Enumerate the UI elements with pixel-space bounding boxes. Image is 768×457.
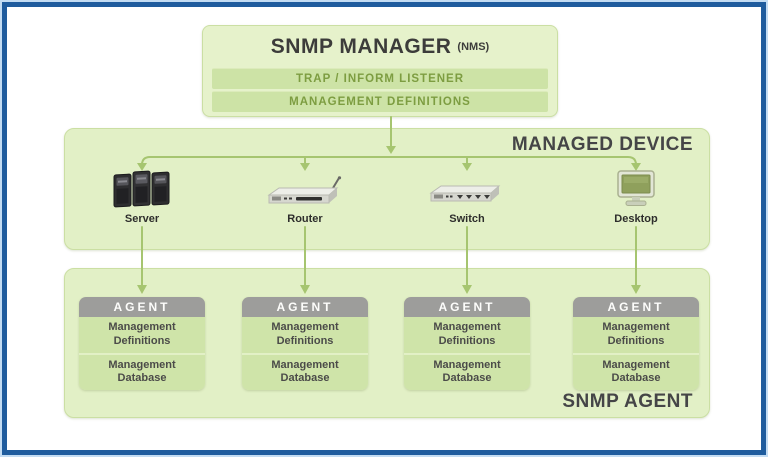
router-icon bbox=[250, 168, 360, 210]
device-switch: Switch bbox=[412, 168, 522, 225]
agent-card-header: AGENT bbox=[79, 297, 205, 317]
device-label: Desktop bbox=[614, 213, 658, 225]
server-icon bbox=[87, 168, 197, 210]
desktop-icon bbox=[581, 168, 691, 210]
agent-card-row-database: Management Database bbox=[573, 354, 699, 390]
device-server: Server bbox=[87, 168, 197, 225]
agent-card: AGENT Management Definitions Management … bbox=[573, 297, 699, 390]
agent-card-header: AGENT bbox=[242, 297, 368, 317]
agent-card-row-database: Management Database bbox=[242, 354, 368, 390]
snmp-manager-box: SNMP MANAGER (NMS) TRAP / INFORM LISTENE… bbox=[202, 25, 558, 117]
snmp-manager-title: SNMP MANAGER bbox=[270, 35, 452, 58]
managed-device-title: MANAGED DEVICE bbox=[511, 134, 693, 155]
switch-icon bbox=[412, 168, 522, 210]
device-label: Switch bbox=[449, 213, 485, 225]
device-label: Router bbox=[287, 213, 323, 225]
agent-card-row-definitions: Management Definitions bbox=[242, 317, 368, 353]
snmp-agent-title: SNMP AGENT bbox=[562, 391, 693, 412]
snmp-manager-title-suffix: (NMS) bbox=[457, 41, 490, 53]
device-desktop: Desktop bbox=[581, 168, 691, 225]
management-definitions-bar: MANAGEMENT DEFINITIONS bbox=[212, 91, 548, 112]
trap-inform-listener-bar: TRAP / INFORM LISTENER bbox=[212, 68, 548, 89]
agent-card-row-database: Management Database bbox=[404, 354, 530, 390]
agent-card-row-definitions: Management Definitions bbox=[404, 317, 530, 353]
agent-card: AGENT Management Definitions Management … bbox=[404, 297, 530, 390]
agent-card-header: AGENT bbox=[573, 297, 699, 317]
agent-card-header: AGENT bbox=[404, 297, 530, 317]
agent-card: AGENT Management Definitions Management … bbox=[242, 297, 368, 390]
snmp-manager-title-row: SNMP MANAGER (NMS) bbox=[203, 26, 557, 68]
agent-card: AGENT Management Definitions Management … bbox=[79, 297, 205, 390]
device-router: Router bbox=[250, 168, 360, 225]
device-label: Server bbox=[124, 213, 160, 225]
agent-card-row-database: Management Database bbox=[79, 354, 205, 390]
agent-card-row-definitions: Management Definitions bbox=[573, 317, 699, 353]
agent-card-row-definitions: Management Definitions bbox=[79, 317, 205, 353]
